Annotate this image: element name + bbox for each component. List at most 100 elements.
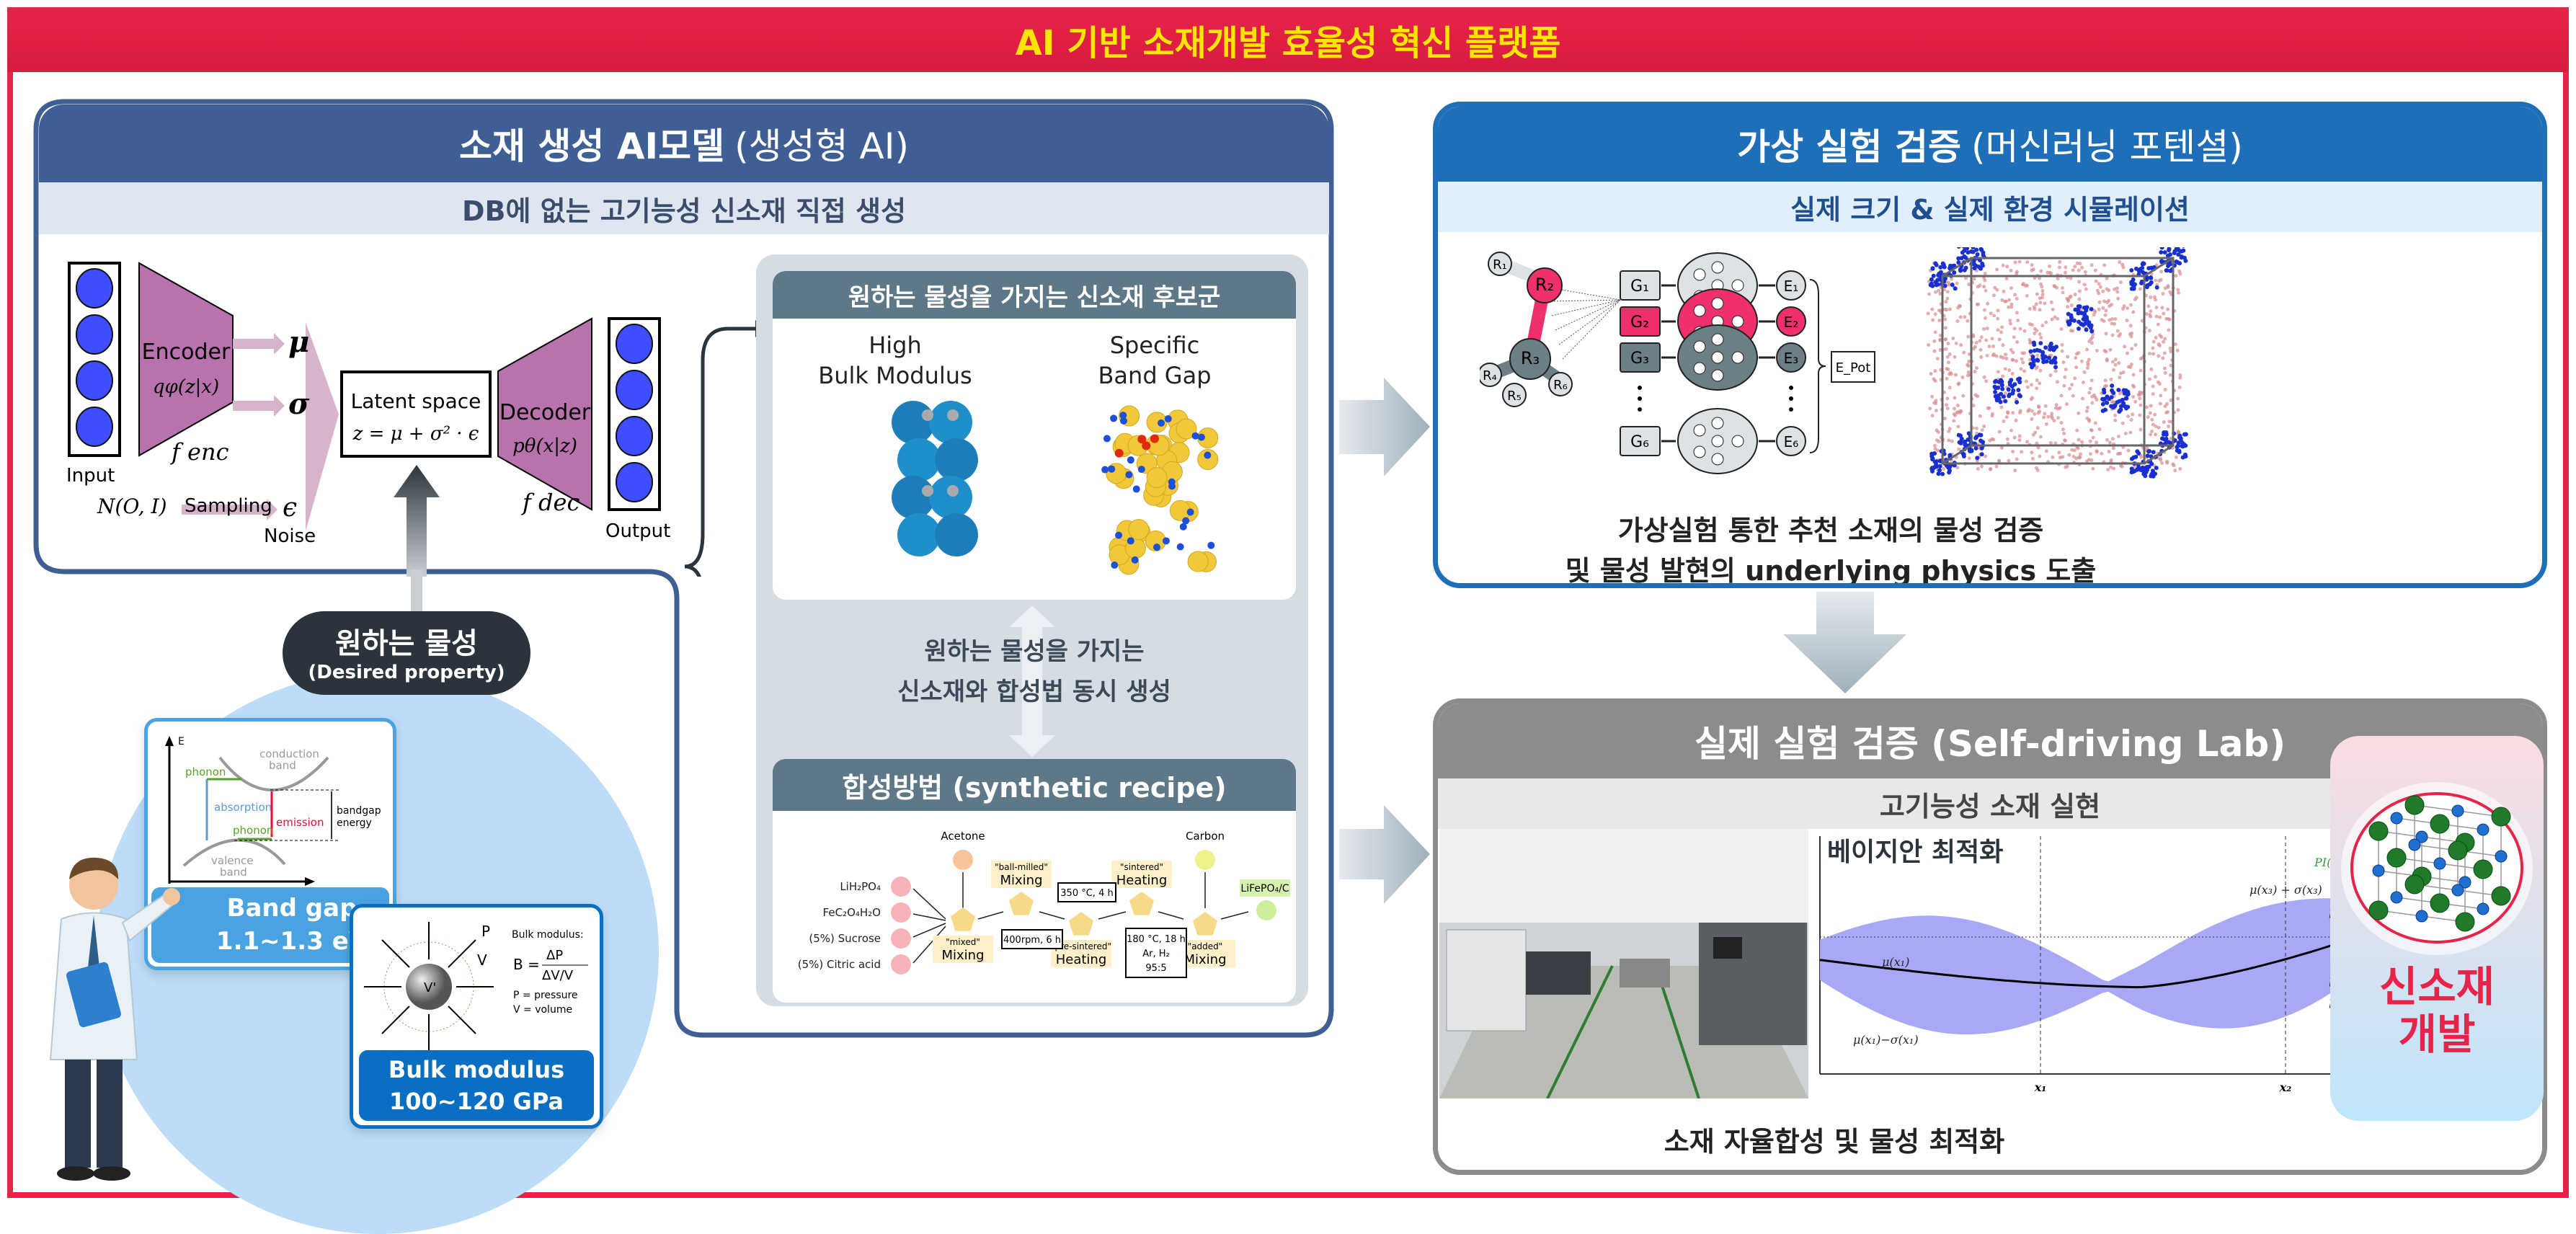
condition-sinter-ratio: 95:5	[1145, 963, 1166, 974]
candidate-card: 원하는 물성을 가지는 신소재 후보군 High Bulk Modulus Sp…	[773, 271, 1296, 600]
chart-annotation-mu1-minus: μ(x₁)−σ(x₁)	[1853, 1033, 1919, 1047]
anion-atom	[2369, 901, 2388, 920]
recipe-step-op: Mixing	[1000, 873, 1042, 888]
anion-atom	[2492, 807, 2510, 826]
result-title: 신소재 개발	[2330, 963, 2544, 1058]
f-dec-label: f dec	[521, 489, 579, 516]
cation-atom	[2434, 858, 2446, 869]
recipe-step-tag: "mixed"	[946, 937, 980, 947]
virtual-caption-line2: 및 물성 발현의 underlying physics 도출	[1438, 551, 2224, 588]
bulk-modulus-card: V' P V Bulk modulus: B = ΔP ΔV/V P = pre…	[350, 904, 603, 1129]
descriptor-label: G₃	[1630, 350, 1649, 368]
result-line2: 개발	[2330, 1011, 2544, 1058]
cation-atom	[2477, 824, 2489, 835]
x-tick-label: x₁	[2034, 1080, 2047, 1094]
axis-e-label: E	[178, 736, 185, 747]
candidate-header: 원하는 물성을 가지는 신소재 후보군	[773, 271, 1296, 319]
energy-label: E₁	[1784, 278, 1799, 295]
recipe-header: 합성방법 (synthetic recipe)	[773, 759, 1296, 811]
descriptor-label: G₆	[1630, 433, 1649, 451]
conduction-band-label: band	[269, 759, 296, 772]
sampling-label: Sampling	[185, 495, 272, 517]
atom-label: R₂	[1535, 275, 1554, 295]
energy-label: E₂	[1784, 314, 1799, 331]
cation-atom	[2373, 865, 2384, 876]
f-enc-label: f enc	[170, 438, 229, 466]
bulk-modulus-diagram: V' P V Bulk modulus: B = ΔP ΔV/V P = pre…	[353, 907, 600, 1052]
recipe-step-op: Heating	[1056, 952, 1107, 967]
recipe-step-tag: "added"	[1188, 941, 1223, 951]
condition-presinter: 350 °C, 4 h	[1060, 888, 1113, 899]
descriptor-label: G₂	[1630, 314, 1649, 332]
carbon-label: Carbon	[1186, 830, 1225, 843]
product-label: LiFePO₄/C	[1240, 883, 1289, 895]
anion-atom	[2492, 887, 2510, 905]
branch-bracket	[685, 329, 755, 577]
recipe-step-op: Mixing	[1183, 952, 1226, 967]
atom-label: R₅	[1507, 389, 1522, 404]
cation-atom	[2495, 851, 2507, 862]
virtual-caption: 가상실험 통한 추천 소재의 물성 검증 및 물성 발현의 underlying…	[1438, 510, 2224, 588]
candidate-bulk-line2: Bulk Modulus	[787, 360, 1003, 391]
p-label: P	[481, 923, 490, 940]
band-diagram: E conduction band valence band phonon ph…	[148, 722, 393, 887]
bulk-formula-lhs: B =	[513, 956, 540, 973]
output-label: Output	[605, 520, 670, 542]
candidate-bulk-line1: High	[787, 330, 1003, 360]
recipe-step-tag: "sintered"	[1120, 862, 1163, 872]
phonon-label-bottom: phonon	[233, 824, 273, 837]
anion-atom	[2430, 814, 2449, 833]
decoder-function: pθ(x|z)	[512, 435, 577, 457]
recipe-step-node	[1009, 892, 1034, 915]
anion-atom	[2456, 913, 2474, 931]
result-box: 신소재 개발	[2330, 736, 2544, 1121]
anion-atom	[2430, 894, 2449, 913]
encoder-function: qφ(z|x)	[153, 376, 219, 398]
real-caption: 소재 자율합성 및 물성 최적화	[1438, 1122, 2231, 1162]
bulk-modulus-label-box: Bulk modulus 100~120 GPa	[359, 1050, 594, 1121]
recipe-card: 합성방법 (synthetic recipe) LiH₂PO₄ FeC₂O₄H₂…	[773, 759, 1296, 1003]
energy-label: E₃	[1784, 350, 1799, 367]
recipe-step-node	[1193, 912, 1217, 936]
md-simulation-cell	[1899, 247, 2209, 485]
condition-sinter-temp: 180 °C, 18 h	[1127, 934, 1186, 945]
condition-sinter-gas: Ar, H₂	[1142, 949, 1170, 959]
atom-label: R₃	[1521, 348, 1540, 368]
virtual-header: 가상 실험 검증 (머신러닝 포텐셜)	[1438, 107, 2542, 182]
bayesian-chart-title: 베이지안 최적화	[1827, 838, 2003, 867]
recipe-step-op: Heating	[1116, 873, 1168, 888]
encoder-label: Encoder	[142, 339, 231, 365]
desired-property-title: 원하는 물성	[283, 620, 530, 662]
cation-atom	[2477, 903, 2489, 915]
recipe-step-op: Mixing	[941, 948, 984, 963]
atom-label: R₄	[1483, 368, 1497, 383]
mu-symbol: μ	[288, 325, 309, 359]
x-tick-label: x₂	[2279, 1080, 2292, 1094]
anion-atom	[2405, 875, 2424, 894]
virtual-title: 가상 실험 검증	[1737, 118, 1961, 170]
atom-label: R₁	[1493, 257, 1507, 272]
emission-label: emission	[276, 816, 324, 829]
arrow-stem	[411, 569, 422, 613]
anion-atom	[2448, 841, 2467, 860]
anion-atom	[2369, 822, 2388, 840]
cation-atom	[2452, 884, 2464, 896]
energy-label: energy	[337, 817, 372, 829]
cation-atom	[2391, 892, 2402, 903]
middle-caption: 원하는 물성을 가지는 신소재와 합성법 동시 생성	[773, 631, 1296, 712]
precursor-3: (5%) Sucrose	[809, 932, 881, 945]
candidate-bandgap-line2: Band Gap	[1047, 360, 1263, 391]
normal-distribution: N(O, I)	[97, 494, 167, 518]
v-label: V	[477, 951, 487, 969]
precursor-4: (5%) Citric acid	[798, 958, 881, 971]
virtual-title-suffix: (머신러닝 포텐셜)	[1971, 118, 2243, 170]
latent-space-title: Latent space	[351, 389, 481, 413]
middle-caption-line1: 원하는 물성을 가지는	[773, 631, 1296, 672]
candidate-bandgap-line1: Specific	[1047, 330, 1263, 360]
bandgap-label: bandgap	[337, 805, 381, 817]
virtual-caption-line1: 가상실험 통한 추천 소재의 물성 검증	[1438, 510, 2224, 551]
md-particle-cloud	[1927, 247, 2188, 479]
anion-atom	[2387, 848, 2406, 867]
bulk-modulus-value: 100~120 GPa	[359, 1086, 594, 1117]
